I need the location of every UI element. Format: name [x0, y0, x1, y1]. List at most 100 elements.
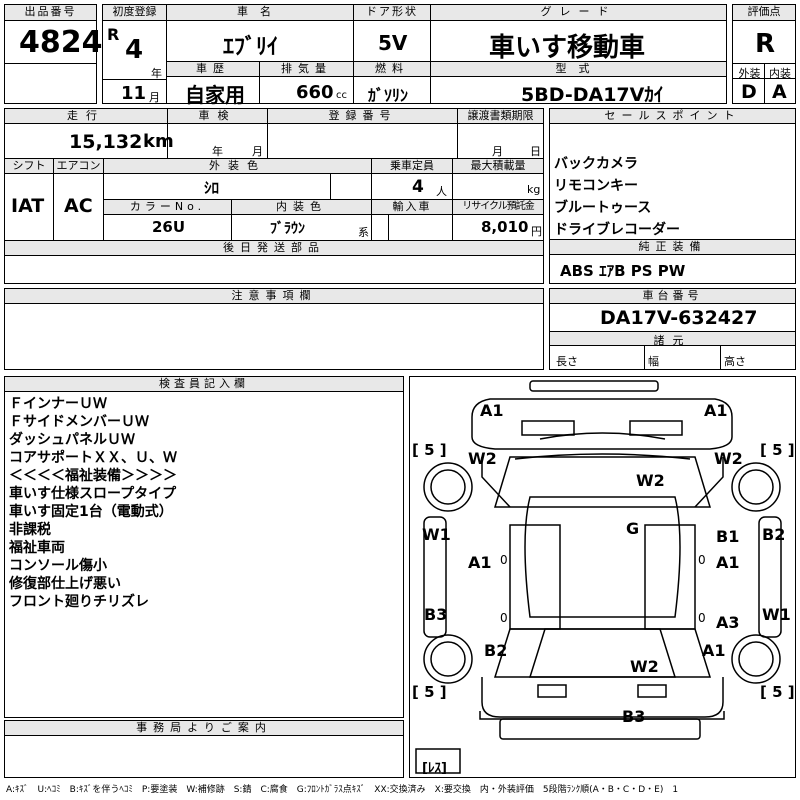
specs-height-label: 高さ [724, 355, 746, 368]
transfer-cell: 譲渡書類期限 月 日 [457, 108, 544, 159]
displacement-cell: 排気量 660 cc [259, 61, 354, 104]
max-load-label: 最大積載量 [453, 159, 543, 174]
sales-point-item: ブルートゥース [554, 200, 652, 216]
transfer-month-unit: 月 [492, 145, 503, 158]
shift-cell: シフト IAT [4, 158, 54, 241]
sales-point-item: リモコンキー [554, 178, 638, 194]
recycle-cell: リサイクル預託金 8,010 円 [452, 199, 544, 241]
damage-label: A1 [480, 401, 504, 420]
damage-label: G [626, 519, 640, 538]
shift-label: シフト [5, 159, 53, 174]
model-label: 型式 [431, 62, 726, 77]
first-reg-month-unit: 月 [149, 91, 160, 104]
mark: 0 [698, 553, 706, 567]
damage-label: A1 [702, 641, 726, 660]
inspector-line: ＜＜＜＜福祉装備＞＞＞＞ [9, 468, 177, 484]
recycle-unit: 円 [531, 225, 542, 238]
ac-label: エアコン [54, 159, 103, 174]
inspector-line: 福祉車両 [9, 540, 65, 556]
int-color-label: 内装色 [232, 200, 371, 215]
info-block: 走行 15,132 km 車検 年 月 登録番号 譲渡書類期限 月 日 シフト … [4, 108, 544, 284]
inspection-label: 車検 [168, 109, 267, 124]
later-parts-label: 後日発送部品 [5, 241, 543, 256]
grade-label: グレード [431, 5, 726, 21]
car-name-value: ｴﾌﾞﾘｲ [223, 35, 279, 60]
inspector-line: 車いす仕様スロープタイプ [9, 486, 177, 502]
score-int-label: 内装 [769, 67, 791, 80]
inspector-line: ＦインナーＵＷ [9, 396, 107, 412]
import-cell: 輸入車 [371, 199, 453, 241]
office-label: 事務局よりご案内 [5, 721, 403, 736]
shift-value: IAT [11, 195, 45, 217]
fuel-label: 燃料 [354, 62, 430, 77]
grade-value: 車いす移動車 [489, 33, 646, 63]
sales-point-item: バックカメラ [554, 156, 638, 172]
tire-tread-label: [ 5 ] [412, 683, 447, 701]
damage-label: A3 [716, 613, 740, 632]
first-reg-year-unit: 年 [151, 67, 162, 80]
model-value: 5BD-DA17Vｶｲ [521, 84, 664, 106]
displacement-value: 660 [296, 82, 334, 103]
import-divider [388, 215, 389, 241]
score-cell: 評価点 R 外装 内装 D A [732, 4, 796, 104]
header-table: 出品番号 4824 初度登録 R 4 年 11 月 車名 ｴﾌﾞﾘｲ 車歴 自家… [4, 4, 796, 107]
score-label: 評価点 [733, 5, 795, 21]
reg-no-label: 登録番号 [268, 109, 457, 124]
import-label: 輸入車 [372, 200, 452, 215]
damage-label: A1 [468, 553, 492, 572]
car-name-cell: 車名 ｴﾌﾞﾘｲ [166, 4, 354, 62]
chassis-cell: 車台番号 DA17V-632427 諸元 長さ 幅 高さ [549, 288, 796, 370]
lot-label: 出品番号 [5, 5, 96, 21]
notes-cell: 注意事項欄 [4, 288, 544, 370]
tire-tread-label: [ 5 ] [760, 441, 795, 459]
spare-tire-label: [ﾚｽ] [422, 761, 447, 776]
capacity-label: 乗車定員 [372, 159, 452, 174]
ext-color-cell: 外装色 ｼﾛ [103, 158, 372, 200]
specs-width-label: 幅 [648, 355, 659, 368]
legend: A:ｷｽﾞ U:ﾍｺﾐ B:ｷｽﾞを伴うﾍｺﾐ P:要塗装 W:補修跡 S:錆 … [6, 785, 679, 795]
grade-cell: グレード 車いす移動車 [430, 4, 727, 63]
specs-length-label: 長さ [556, 355, 578, 368]
reg-no-cell: 登録番号 [267, 108, 458, 159]
displacement-unit: cc [336, 90, 347, 101]
inspection-cell: 車検 年 月 [167, 108, 268, 159]
first-reg-label: 初度登録 [103, 5, 166, 21]
tire-tread-label: [ 5 ] [412, 441, 447, 459]
capacity-unit: 人 [436, 185, 447, 198]
car-name-label: 車名 [167, 5, 353, 21]
damage-label: W2 [468, 449, 497, 468]
damage-label: B3 [622, 707, 646, 726]
damage-label: A1 [704, 401, 728, 420]
recycle-value: 8,010 [481, 218, 529, 236]
displacement-label: 排気量 [260, 62, 353, 77]
capacity-value: 4 [412, 177, 424, 197]
max-load-cell: 最大積載量 kg [452, 158, 544, 200]
first-reg-era: R [107, 25, 120, 44]
sales-point-item: ドライブレコーダー [554, 222, 680, 238]
int-color-value: ﾌﾞﾗｳﾝ [270, 221, 305, 237]
history-value: 自家用 [185, 83, 245, 107]
score-hdivider [733, 78, 795, 79]
tire-tread-label: [ 5 ] [760, 683, 795, 701]
damage-label: W2 [714, 449, 743, 468]
equipment-label: 純正装備 [550, 240, 795, 255]
inspector-line: フロント廻りチリズレ [9, 594, 149, 610]
int-color-suffix: 系 [358, 226, 369, 239]
first-reg-cell: 初度登録 R 4 年 11 月 [102, 4, 167, 104]
transfer-day-unit: 日 [530, 145, 541, 158]
inspector-line: 非課税 [9, 522, 51, 538]
sales-points-cell: セールスポイント バックカメラ リモコンキー ブルートゥース ドライブレコーダー [549, 108, 796, 240]
mileage-unit: km [143, 131, 174, 152]
damage-label: W2 [636, 471, 665, 490]
inspector-line: コアサポートＸＸ、Ｕ、Ｗ [9, 450, 177, 466]
inspector-label: 検査員記入欄 [5, 377, 403, 392]
specs-header: 諸元 [550, 331, 795, 347]
ext-color-value: ｼﾛ [204, 179, 220, 197]
capacity-cell: 乗車定員 4 人 [371, 158, 453, 200]
inspector-line: 修復部仕上げ悪い [9, 576, 121, 592]
first-reg-month: 11 [121, 83, 147, 104]
lot-cell: 出品番号 4824 [4, 4, 103, 104]
score-vdivider [764, 63, 765, 104]
ext-color-label: 外装色 [104, 159, 371, 174]
color-no-cell: カラーNo. 26U [103, 199, 232, 241]
